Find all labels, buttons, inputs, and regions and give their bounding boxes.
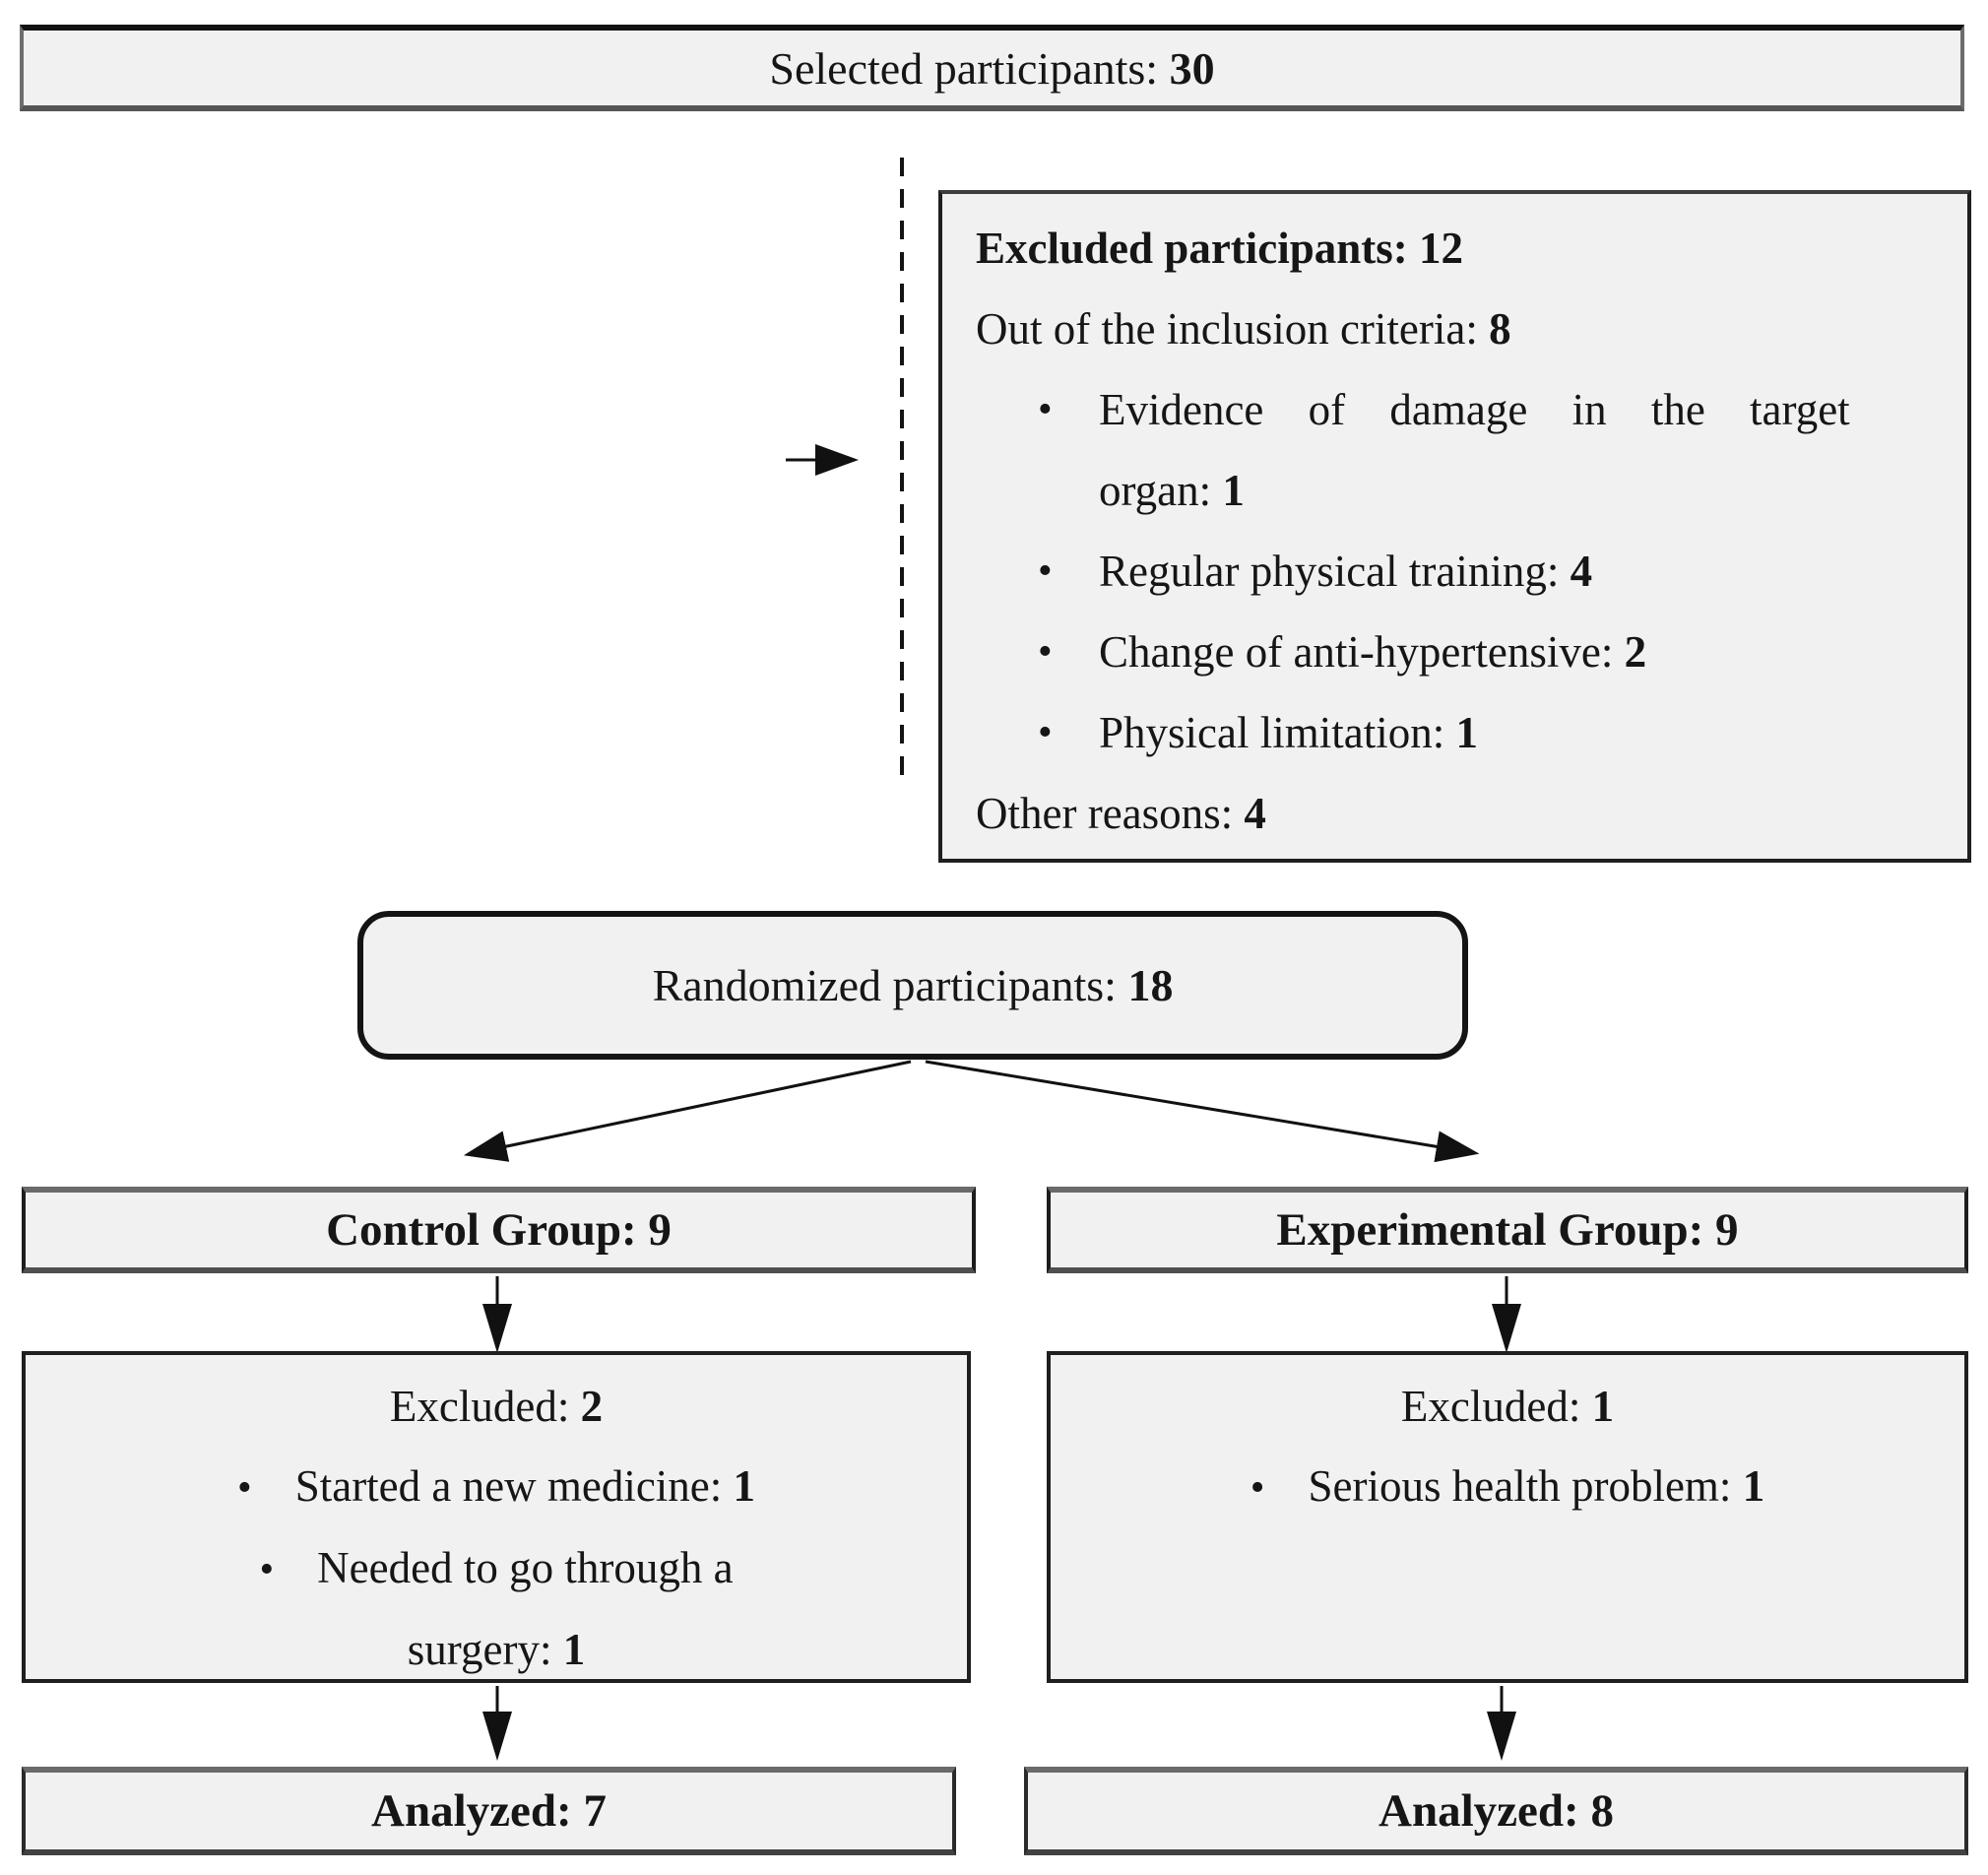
control-excluded-title: Excluded: 2 <box>389 1382 604 1431</box>
experimental-excluded-bullet-health: •Serious health problem: 1 <box>1051 1447 1964 1528</box>
control-excluded-bullet-medicine: •Started a new medicine: 1 <box>26 1447 967 1528</box>
excluded-inclusion-criteria-line: Out of the inclusion criteria: 8 <box>976 304 1511 354</box>
bullet-icon: • <box>1038 549 1053 594</box>
excluded-other-reasons-line: Other reasons: 4 <box>976 789 1266 838</box>
control-group-label: Control Group: 9 <box>326 1204 672 1256</box>
experimental-excluded-title: Excluded: 1 <box>1400 1382 1615 1431</box>
arrow-randomized-to-experimental <box>925 1060 1480 1163</box>
control-excluded-box: Excluded: 2 •Started a new medicine: 1 •… <box>22 1351 971 1683</box>
excluded-bullet-antihypertensive: • Change of anti-hypertensive: 2 <box>1038 612 1934 692</box>
control-analyzed-box: Analyzed: 7 <box>22 1767 956 1855</box>
experimental-analyzed-box: Analyzed: 8 <box>1024 1767 1968 1855</box>
excluded-bullet-training: • Regular physical training: 4 <box>1038 531 1934 612</box>
excluded-participants-box: Excluded participants: 12 Out of the inc… <box>938 190 1971 863</box>
excluded-bullet-damage-line2: organ: 1 <box>1099 466 1245 515</box>
excluded-bullet-damage-line1: Evidence of damage in the target <box>1099 385 1850 434</box>
selected-participants-box: Selected participants: 30 <box>20 25 1964 111</box>
excluded-bullet-limitation: • Physical limitation: 1 <box>1038 692 1934 773</box>
exclusion-dashed-line <box>900 158 904 778</box>
bullet-icon: • <box>236 1465 252 1511</box>
control-group-box: Control Group: 9 <box>22 1187 976 1273</box>
experimental-group-label: Experimental Group: 9 <box>1276 1204 1739 1256</box>
control-excluded-bullet-surgery-line1: •Needed to go through a <box>26 1528 967 1610</box>
bullet-icon: • <box>259 1547 275 1592</box>
control-analyzed-label: Analyzed: 7 <box>371 1785 607 1837</box>
excluded-participants-title: Excluded participants: 12 <box>976 224 1464 273</box>
selected-participants-label: Selected participants: 30 <box>769 42 1215 94</box>
bullet-icon: • <box>1038 629 1053 675</box>
experimental-group-box: Experimental Group: 9 <box>1047 1187 1968 1273</box>
bullet-icon: • <box>1038 387 1053 432</box>
control-excluded-bullet-surgery-line2: surgery: 1 <box>407 1625 586 1674</box>
arrow-randomized-to-control <box>463 1060 912 1162</box>
bullet-icon: • <box>1250 1465 1265 1511</box>
experimental-analyzed-label: Analyzed: 8 <box>1379 1785 1614 1837</box>
randomized-participants-label: Randomized participants: 18 <box>652 960 1174 1010</box>
bullet-icon: • <box>1038 710 1053 755</box>
experimental-excluded-box: Excluded: 1 •Serious health problem: 1 <box>1047 1351 1968 1683</box>
randomized-participants-box: Randomized participants: 18 <box>357 911 1468 1060</box>
excluded-bullet-damage: • Evidence of damage in the target organ… <box>1038 369 1934 531</box>
